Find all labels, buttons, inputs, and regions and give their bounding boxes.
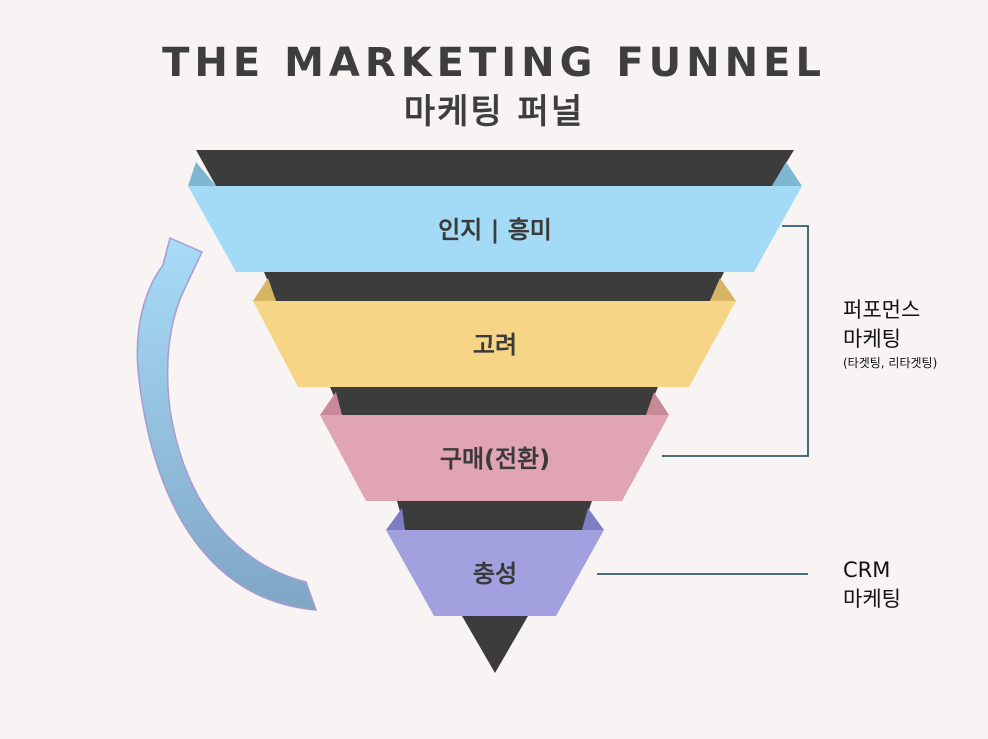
stage-1-trapezoid (188, 186, 802, 272)
stage-3-label: 구매(전환) (440, 445, 550, 473)
band-2-wing-left (253, 278, 276, 301)
band-3-wing-left (320, 392, 342, 415)
paid-bracket (662, 225, 809, 457)
band-1-wing-right (772, 162, 802, 186)
paid-subnote: (타겟팅, 리타겟팅) (843, 356, 938, 370)
band-2-dark (264, 272, 724, 301)
band-1-wing-left (188, 162, 216, 186)
paid-line2: 마케팅 (843, 327, 901, 351)
crm-line2: 마케팅 (843, 587, 901, 611)
stage-4-trapezoid (386, 530, 604, 616)
funnel-tip (462, 616, 528, 673)
band-2-wing-right (710, 278, 736, 301)
band-4-wing-right (582, 508, 604, 530)
band-4-wing-left (386, 508, 405, 530)
band-4-dark (397, 501, 592, 530)
crm-marketing-note: CRM 마케팅 (843, 556, 901, 614)
band-3-dark (330, 387, 658, 415)
title-english: THE MARKETING FUNNEL (162, 40, 826, 86)
stage-4-label: 충성 (473, 560, 517, 588)
performance-marketing-note: 퍼포먼스 마케팅 (타겟팅, 리타겟팅) (843, 296, 937, 372)
title-korean: 마케팅 퍼널 (403, 92, 585, 132)
stage-1-label: 인지 | 흥미 (438, 216, 552, 244)
stage-2-label: 고려 (473, 331, 517, 359)
stage-2-trapezoid (253, 301, 736, 387)
loop-back-arrow (136, 236, 318, 611)
stage-3-trapezoid (320, 415, 669, 501)
band-1-dark (196, 150, 794, 186)
band-3-wing-right (646, 392, 669, 415)
crm-line1: CRM (843, 558, 891, 582)
paid-line1: 퍼포먼스 (843, 298, 921, 322)
